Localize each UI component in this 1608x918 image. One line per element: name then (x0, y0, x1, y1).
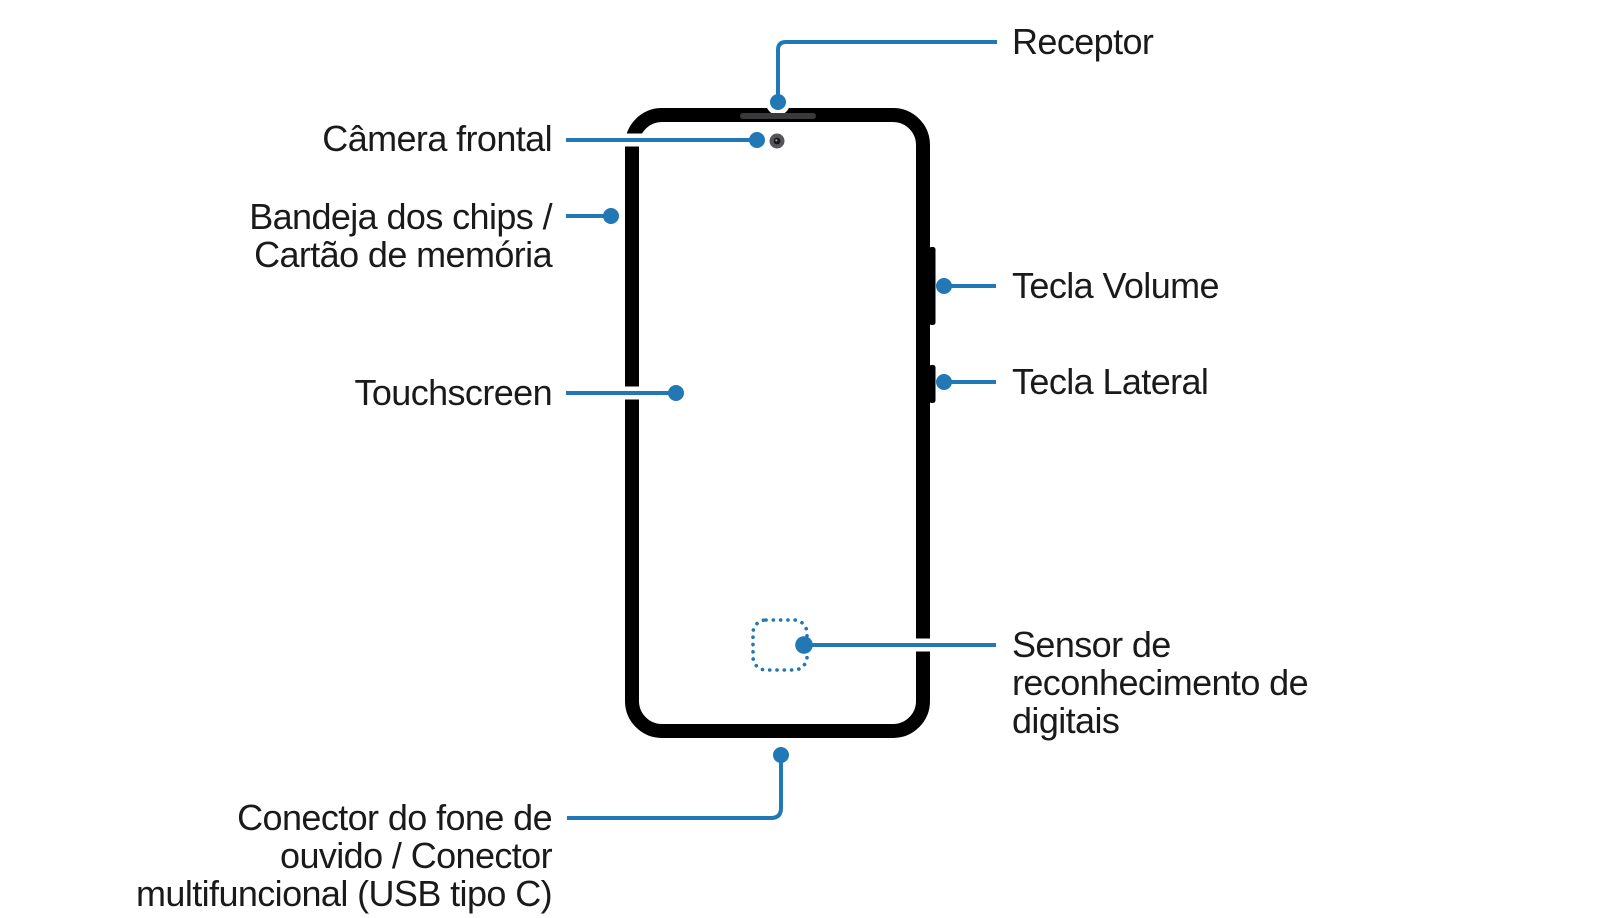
receptor-callout-line (776, 40, 997, 102)
label-line: Cartão de memória (254, 234, 553, 275)
receiver-speaker-slot (740, 113, 816, 119)
label-line: multifuncional (USB tipo C) (136, 873, 553, 914)
receptor-callout-dot (770, 94, 786, 110)
connector-callout-dot (773, 747, 789, 763)
sim-tray-callout-dot (603, 208, 619, 224)
label-sensor-digitais: Sensor de reconhecimento de digitais (1012, 624, 1309, 741)
label-tecla-lateral: Tecla Lateral (1012, 361, 1209, 402)
label-conector-fone-usb: Conector do fone de ouvido / Conector mu… (136, 797, 553, 914)
connector-callout-line (567, 755, 783, 820)
side-key-callout-dot (936, 374, 952, 390)
callout-lines (566, 40, 997, 820)
side-key-button (929, 365, 936, 403)
label-line: ouvido / Conector (280, 835, 553, 876)
label-line: Tecla Volume (1012, 265, 1220, 306)
label-line: Sensor de (1012, 624, 1171, 665)
label-line: digitais (1012, 700, 1120, 741)
label-line: Câmera frontal (322, 118, 552, 159)
label-bandeja-chips-cartao: Bandeja dos chips / Cartão de memória (249, 198, 552, 274)
front-camera-icon (769, 133, 785, 149)
callout-dots (603, 94, 952, 763)
label-line: Touchscreen (354, 372, 552, 413)
label-line: Conector do fone de (237, 797, 552, 838)
label-line: reconhecimento de (1012, 662, 1309, 703)
touchscreen-callout-dot (668, 385, 684, 401)
label-line: Tecla Lateral (1012, 361, 1209, 402)
volume-key-callout-dot (936, 278, 952, 294)
label-touchscreen: Touchscreen (354, 374, 552, 412)
fingerprint-callout-dot (795, 636, 813, 654)
label-camera-frontal: Câmera frontal (322, 120, 552, 158)
camera-callout-dot (749, 132, 765, 148)
label-receptor: Receptor (1012, 21, 1154, 62)
phone-body-frame (625, 108, 930, 738)
label-tecla-volume: Tecla Volume (1012, 265, 1220, 306)
label-line: Receptor (1012, 21, 1154, 62)
label-line: Bandeja dos chips / (249, 196, 552, 237)
volume-key-button (929, 247, 936, 325)
